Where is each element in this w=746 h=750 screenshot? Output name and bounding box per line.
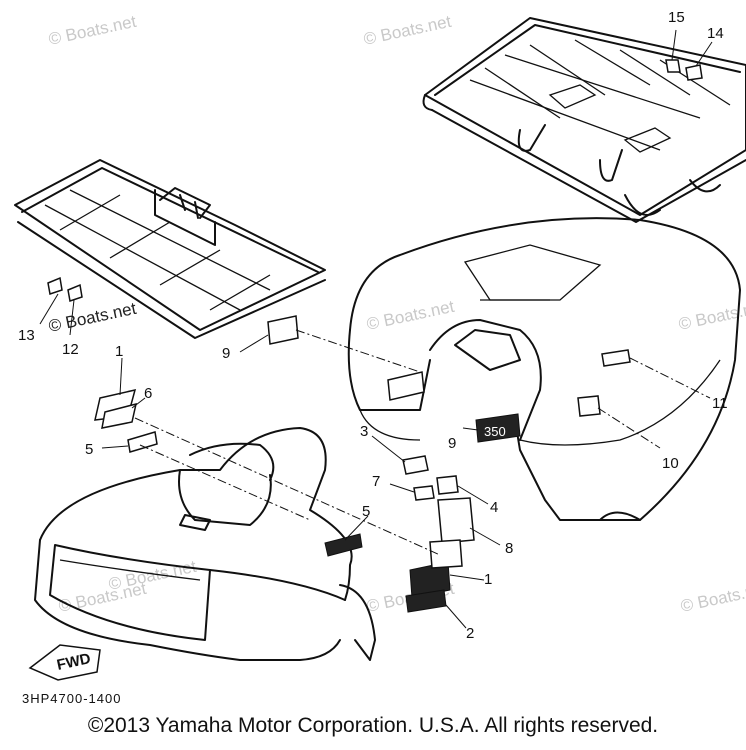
label-4 bbox=[436, 475, 459, 495]
callout-9: 9 bbox=[222, 345, 230, 362]
callout-5: 5 bbox=[362, 503, 370, 520]
label-on-fender bbox=[387, 371, 425, 401]
watermark: © Boats.net bbox=[365, 297, 456, 334]
callout-11: 11 bbox=[712, 395, 728, 412]
callout-1: 1 bbox=[484, 571, 492, 588]
rear-fender bbox=[34, 427, 376, 661]
callout-3: 3 bbox=[360, 423, 368, 440]
callout-2: 2 bbox=[466, 625, 474, 642]
callout-10: 10 bbox=[662, 455, 679, 472]
label-13 bbox=[47, 276, 63, 295]
callout-6: 6 bbox=[144, 385, 152, 402]
label-6 bbox=[101, 402, 137, 429]
callout-1: 1 bbox=[115, 343, 123, 360]
label-12 bbox=[67, 283, 83, 302]
front-carrier-rack bbox=[14, 159, 326, 339]
callout-14: 14 bbox=[707, 25, 724, 42]
label-11 bbox=[601, 349, 631, 367]
callout-8: 8 bbox=[505, 540, 513, 557]
decal-350-text: 350 bbox=[484, 424, 506, 439]
callout-9: 9 bbox=[448, 435, 456, 452]
watermark: © Boats.net bbox=[677, 297, 746, 334]
watermark: © Boats.net bbox=[47, 12, 138, 49]
copyright-notice: ©2013 Yamaha Motor Corporation. U.S.A. A… bbox=[87, 714, 659, 737]
label-10 bbox=[577, 395, 601, 417]
callout-12: 12 bbox=[62, 341, 79, 358]
fwd-arrow: FWD bbox=[28, 644, 101, 681]
label-8 bbox=[437, 497, 475, 544]
label-9-upper bbox=[267, 315, 299, 345]
watermark: © Boats.net bbox=[679, 579, 746, 616]
decal-350: 350 bbox=[475, 413, 521, 443]
label-1-front-top bbox=[429, 539, 463, 569]
label-15 bbox=[665, 59, 681, 73]
callout-15: 15 bbox=[668, 9, 685, 26]
label-7 bbox=[413, 485, 435, 501]
callout-4: 4 bbox=[490, 499, 498, 516]
front-fender bbox=[347, 217, 741, 521]
label-2 bbox=[405, 589, 447, 613]
watermark-dark: © Boats.net bbox=[47, 299, 138, 336]
callout-5: 5 bbox=[85, 441, 93, 458]
label-3 bbox=[402, 455, 429, 475]
rear-carrier-rack bbox=[422, 17, 746, 223]
part-code: 3HP4700-1400 bbox=[22, 691, 121, 706]
callout-13: 13 bbox=[18, 327, 35, 344]
fwd-label: FWD bbox=[55, 650, 92, 674]
callout-7: 7 bbox=[372, 473, 380, 490]
label-5 bbox=[127, 431, 158, 453]
label-14 bbox=[685, 64, 703, 81]
watermark: © Boats.net bbox=[362, 12, 453, 49]
